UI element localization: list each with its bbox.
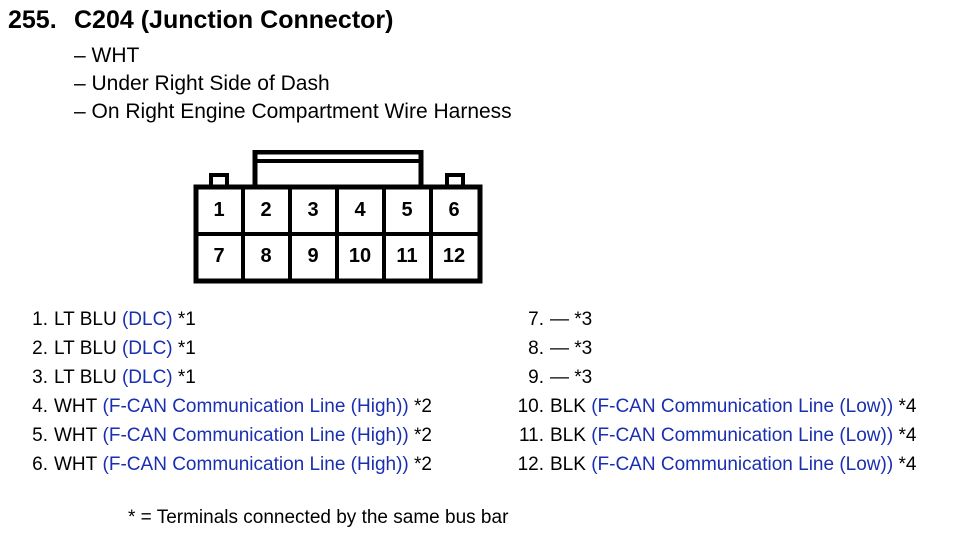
- pin-7: 7: [213, 244, 225, 267]
- wire-number: 10.: [517, 396, 544, 417]
- pin-4: 4: [354, 198, 366, 221]
- wire-circuit: (F-CAN Communication Line (Low)): [591, 454, 894, 475]
- wire-note: *1: [177, 367, 196, 388]
- wire-circuit: (DLC): [121, 309, 173, 330]
- wire-color: LT BLU: [54, 367, 117, 388]
- wire-circuit: (DLC): [121, 338, 173, 359]
- wire-number: 5.: [32, 425, 48, 446]
- wire-note: *2: [414, 396, 432, 417]
- wire-color: WHT: [54, 425, 98, 446]
- wire-note: *2: [414, 425, 432, 446]
- wire-number: 8.: [528, 338, 544, 359]
- wire-note: *1: [177, 338, 196, 359]
- wire-color: BLK: [550, 396, 586, 417]
- pin-9: 9: [307, 244, 319, 267]
- wire-number: 7.: [528, 309, 544, 330]
- wire-note: *4: [898, 396, 917, 417]
- wire-number: 4.: [32, 396, 48, 417]
- wire-color: WHT: [54, 454, 98, 475]
- pin-3: 3: [307, 198, 319, 221]
- wire-color: BLK: [550, 425, 586, 446]
- bus-bar-footnote: * = Terminals connected by the same bus …: [128, 507, 509, 528]
- wire-number: 6.: [32, 454, 48, 475]
- wire-color: LT BLU: [54, 309, 117, 330]
- wire-number: 11.: [518, 425, 544, 446]
- wire-note: *3: [574, 367, 593, 388]
- pin-8: 8: [260, 244, 272, 267]
- wire-list-left: 1. LT BLU (DLC) *1 2. LT BLU (DLC) *1 3.…: [16, 305, 432, 479]
- wire-color: LT BLU: [54, 338, 117, 359]
- wire-circuit: (DLC): [121, 367, 173, 388]
- pin-1: 1: [213, 198, 225, 221]
- description-color: – WHT: [74, 44, 140, 67]
- wire-note: *3: [574, 338, 593, 359]
- pin-6: 6: [448, 198, 460, 221]
- wire-list-right: 7. — *3 8. — *3 9. — *3 10. BLK (F-CAN C…: [512, 305, 917, 479]
- wire-color: —: [550, 367, 569, 388]
- wire-color: BLK: [550, 454, 586, 475]
- wire-number: 1.: [32, 309, 48, 330]
- wire-circuit: (F-CAN Communication Line (Low)): [591, 396, 894, 417]
- wire-circuit: (F-CAN Communication Line (High)): [102, 396, 409, 417]
- wire-circuit: (F-CAN Communication Line (High)): [102, 425, 409, 446]
- wire-number: 2.: [32, 338, 48, 359]
- connector-outline: [193, 150, 483, 284]
- connector-title: 255. C204 (Junction Connector): [8, 6, 393, 35]
- connector-description: – WHT – Under Right Side of Dash – On Ri…: [74, 42, 512, 126]
- wire-row: 8. — *3: [512, 334, 916, 363]
- wire-row: 11. BLK (F-CAN Communication Line (Low))…: [512, 421, 916, 450]
- wire-note: *4: [898, 425, 917, 446]
- wire-row: 6. WHT (F-CAN Communication Line (High))…: [16, 450, 432, 479]
- wire-color: WHT: [54, 396, 98, 417]
- connector-face-diagram: 1 2 3 4 5 6 7 8 9 10 11 12: [193, 150, 483, 284]
- wire-number: 12.: [517, 454, 544, 475]
- wire-circuit: (F-CAN Communication Line (Low)): [591, 425, 894, 446]
- connector-number: 255.: [8, 6, 57, 34]
- wire-row: 3. LT BLU (DLC) *1: [16, 363, 432, 392]
- wire-note: *1: [177, 309, 196, 330]
- wire-row: 2. LT BLU (DLC) *1: [16, 334, 432, 363]
- description-location: – Under Right Side of Dash: [74, 72, 330, 95]
- wire-row: 7. — *3: [512, 305, 916, 334]
- wire-row: 5. WHT (F-CAN Communication Line (High))…: [16, 421, 432, 450]
- wire-row: 12. BLK (F-CAN Communication Line (Low))…: [512, 450, 917, 479]
- wire-number: 9.: [528, 367, 544, 388]
- wire-row: 1. LT BLU (DLC) *1: [16, 305, 432, 334]
- wire-row: 9. — *3: [512, 363, 916, 392]
- wire-note: *4: [898, 454, 917, 475]
- wire-note: *2: [414, 454, 432, 475]
- wire-color: —: [550, 309, 569, 330]
- pin-5: 5: [401, 198, 413, 221]
- connector-name: C204 (Junction Connector): [74, 6, 394, 34]
- pin-10: 10: [348, 244, 372, 267]
- wire-note: *3: [574, 309, 593, 330]
- description-harness: – On Right Engine Compartment Wire Harne…: [74, 100, 512, 123]
- pin-11: 11: [396, 244, 418, 267]
- pin-12: 12: [442, 244, 466, 267]
- wire-circuit: (F-CAN Communication Line (High)): [102, 454, 409, 475]
- wire-row: 4. WHT (F-CAN Communication Line (High))…: [16, 392, 432, 421]
- pin-2: 2: [260, 198, 272, 221]
- wire-number: 3.: [32, 367, 48, 388]
- wire-color: —: [550, 338, 569, 359]
- wire-row: 10. BLK (F-CAN Communication Line (Low))…: [512, 392, 917, 421]
